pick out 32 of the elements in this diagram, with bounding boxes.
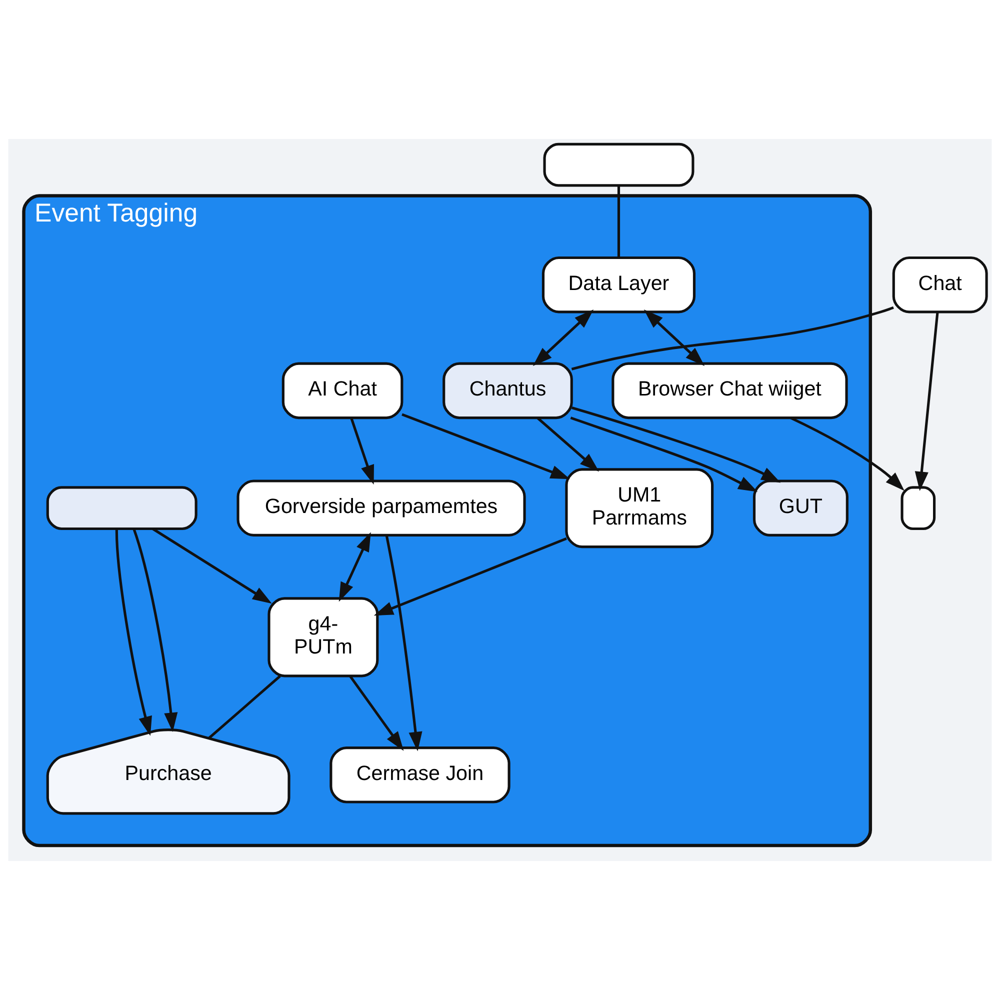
arrow — [790, 416, 904, 491]
node-box — [46, 486, 198, 530]
arrow — [532, 310, 594, 366]
arrow — [572, 406, 781, 483]
arrow — [338, 532, 371, 602]
node-box: GUT — [752, 480, 848, 536]
arrow — [570, 416, 758, 492]
node-box: AI Chat — [282, 362, 404, 420]
arrow — [115, 528, 152, 736]
node-box: UM1 Parrmams — [565, 468, 714, 548]
connector — [571, 306, 894, 370]
connector — [208, 675, 281, 739]
node-box: g4- PUTm — [268, 597, 379, 678]
node-box — [900, 486, 936, 530]
arrow — [132, 528, 178, 732]
node-box: Gorverside parpamemtes — [236, 480, 526, 536]
arrow — [914, 312, 939, 492]
node-box — [543, 142, 694, 187]
node-box: Data Layer — [542, 256, 696, 314]
node-box: Cermase Join — [330, 746, 510, 804]
arrow — [152, 528, 272, 604]
node-box: Browser Chat wiiget — [612, 362, 848, 420]
node-box: Chat — [892, 256, 988, 314]
arrow — [536, 417, 600, 472]
arrow — [374, 537, 567, 616]
arrow — [349, 675, 404, 751]
connector — [617, 186, 620, 258]
arrow — [402, 413, 570, 480]
node-box: Chantus — [442, 362, 573, 420]
arrow — [644, 310, 705, 366]
arrow — [385, 535, 422, 752]
arrow — [350, 418, 374, 485]
